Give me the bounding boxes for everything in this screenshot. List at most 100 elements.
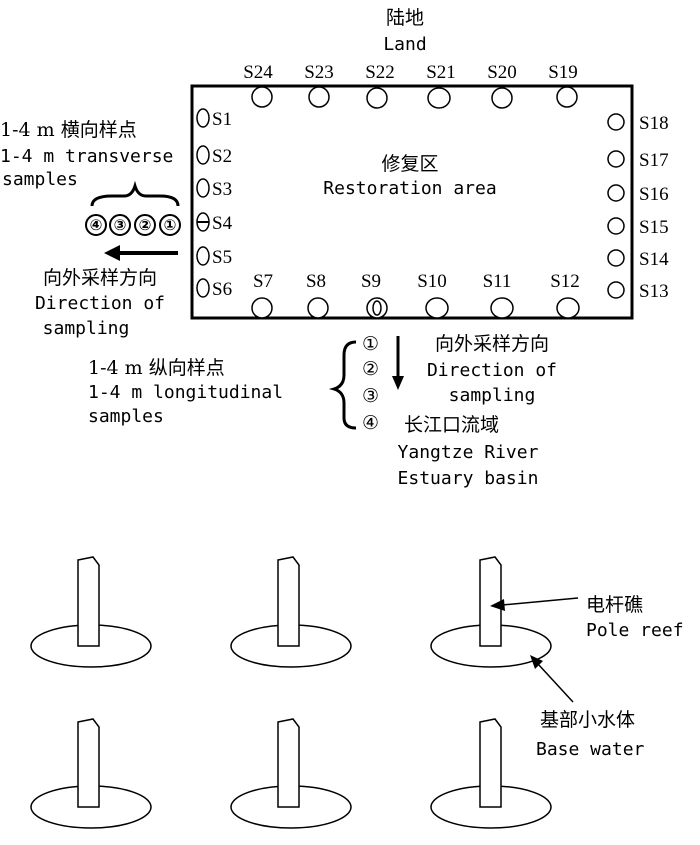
sample-point-marker — [159, 214, 181, 236]
station-label: S2 — [212, 146, 232, 167]
station-label: S11 — [483, 271, 512, 292]
station-label: S19 — [548, 62, 578, 83]
pole-reef-shape — [277, 718, 300, 808]
station-marker — [607, 281, 625, 299]
station-label: S22 — [365, 62, 395, 83]
pole-reef-shape — [77, 718, 100, 808]
restoration-label-en: Restoration area — [323, 178, 496, 199]
longitudinal-label-3: samples — [88, 406, 164, 427]
outward-right-en2: sampling — [449, 385, 536, 406]
station-label: S3 — [212, 179, 232, 200]
sample-point-number: ④ — [90, 216, 103, 234]
restoration-label-zh: 修复区 — [381, 153, 438, 175]
pole-reef-pointer — [501, 597, 579, 606]
pole-reef-shape — [479, 718, 502, 808]
pole-reef-grid — [30, 556, 552, 829]
pole-reef-pointer-head — [490, 599, 505, 611]
transverse-sample-points: ④ ③ ② ① — [85, 214, 181, 236]
transverse-label-3: samples — [2, 169, 78, 190]
station-marker — [607, 113, 625, 131]
right-stations: S18 S17 S16 S15 S14 S13 — [607, 113, 669, 302]
station-marker — [556, 297, 580, 319]
transverse-brace — [90, 180, 180, 207]
top-stations: S24 S23 S22 S21 S20 S19 — [243, 62, 578, 109]
station-label: S21 — [426, 62, 456, 83]
basin-zh: 长江口流域 — [404, 414, 499, 436]
sample-point-marker — [109, 214, 131, 236]
pole-reef-zh: 电杆礁 — [586, 594, 643, 616]
station-label: S7 — [253, 271, 273, 292]
station-label: S16 — [639, 184, 669, 205]
station-marker-s9 — [366, 297, 388, 319]
outward-left-en1: Direction of — [35, 293, 165, 314]
station-label: S6 — [212, 279, 232, 300]
outward-arrow-left-head — [104, 245, 120, 261]
sample-point-number: ② — [139, 216, 152, 234]
station-label: S9 — [361, 271, 381, 292]
station-label: S17 — [639, 150, 669, 171]
outward-right-zh: 向外采样方向 — [435, 333, 549, 355]
station-label: S14 — [639, 249, 669, 270]
sample-point-number: ③ — [362, 385, 379, 407]
sample-point-number: ③ — [114, 216, 127, 234]
station-marker — [196, 108, 210, 128]
outward-left-en2: sampling — [43, 318, 130, 339]
outward-arrow-down-head — [392, 376, 404, 390]
station-marker — [251, 297, 273, 319]
station-label: S23 — [304, 62, 334, 83]
station-marker — [366, 87, 388, 109]
transverse-label-1: 1-4 m 横向样点 — [0, 119, 137, 141]
pole-reef-en: Pole reef — [586, 620, 684, 641]
longitudinal-label-1: 1-4 m 纵向样点 — [88, 357, 225, 379]
station-marker — [490, 297, 514, 319]
station-marker — [607, 217, 625, 235]
station-marker — [425, 297, 449, 319]
station-label: S18 — [639, 113, 669, 134]
sample-point-number: ④ — [362, 412, 379, 434]
longitudinal-label-2: 1-4 m longitudinal — [88, 382, 283, 403]
pole-reef-shape — [479, 556, 502, 647]
station-label: S8 — [306, 271, 326, 292]
base-water-pointer-head — [530, 655, 543, 669]
station-label: S1 — [212, 109, 232, 130]
station-s9-inner — [372, 300, 382, 316]
station-label: S12 — [550, 271, 580, 292]
station-marker — [556, 86, 578, 108]
station-label: S13 — [639, 281, 669, 302]
sample-point-marker — [134, 214, 156, 236]
station-marker — [196, 145, 210, 165]
longitudinal-sample-points: ① ② ③ ④ — [362, 333, 379, 434]
left-stations: S1 S2 S3 S4 S5 S6 — [196, 108, 233, 300]
transverse-label-2: 1-4 m transverse — [0, 146, 173, 167]
station-marker — [196, 278, 210, 298]
base-water-en: Base water — [536, 739, 645, 760]
station-marker — [427, 87, 451, 109]
station-label: S4 — [212, 213, 233, 234]
pole-reef-shape — [77, 556, 100, 647]
station-label: S5 — [212, 247, 232, 268]
station-label: S15 — [639, 217, 669, 238]
base-water-zh: 基部小水体 — [540, 709, 635, 731]
bottom-stations: S7 S8 S9 S10 S11 S12 — [251, 271, 580, 319]
station-marker — [607, 249, 625, 267]
sample-point-marker — [85, 214, 107, 236]
basin-en2: Estuary basin — [398, 468, 539, 489]
restoration-area-box — [190, 84, 634, 320]
sample-point-number: ① — [164, 216, 177, 234]
station-marker — [308, 86, 330, 108]
pole-reef-shape — [277, 556, 300, 647]
base-water-pointer — [537, 663, 574, 703]
land-label-en: Land — [383, 34, 426, 55]
sample-point-number: ① — [362, 333, 379, 355]
outward-left-zh: 向外采样方向 — [43, 267, 157, 289]
station-marker — [607, 150, 625, 168]
land-label-zh: 陆地 — [386, 7, 424, 29]
station-marker — [251, 86, 273, 108]
sample-point-number: ② — [362, 358, 379, 380]
station-label: S20 — [487, 62, 517, 83]
station-label: S10 — [417, 271, 447, 292]
station-label: S24 — [243, 62, 273, 83]
station-marker — [607, 184, 625, 202]
longitudinal-brace — [328, 340, 357, 430]
